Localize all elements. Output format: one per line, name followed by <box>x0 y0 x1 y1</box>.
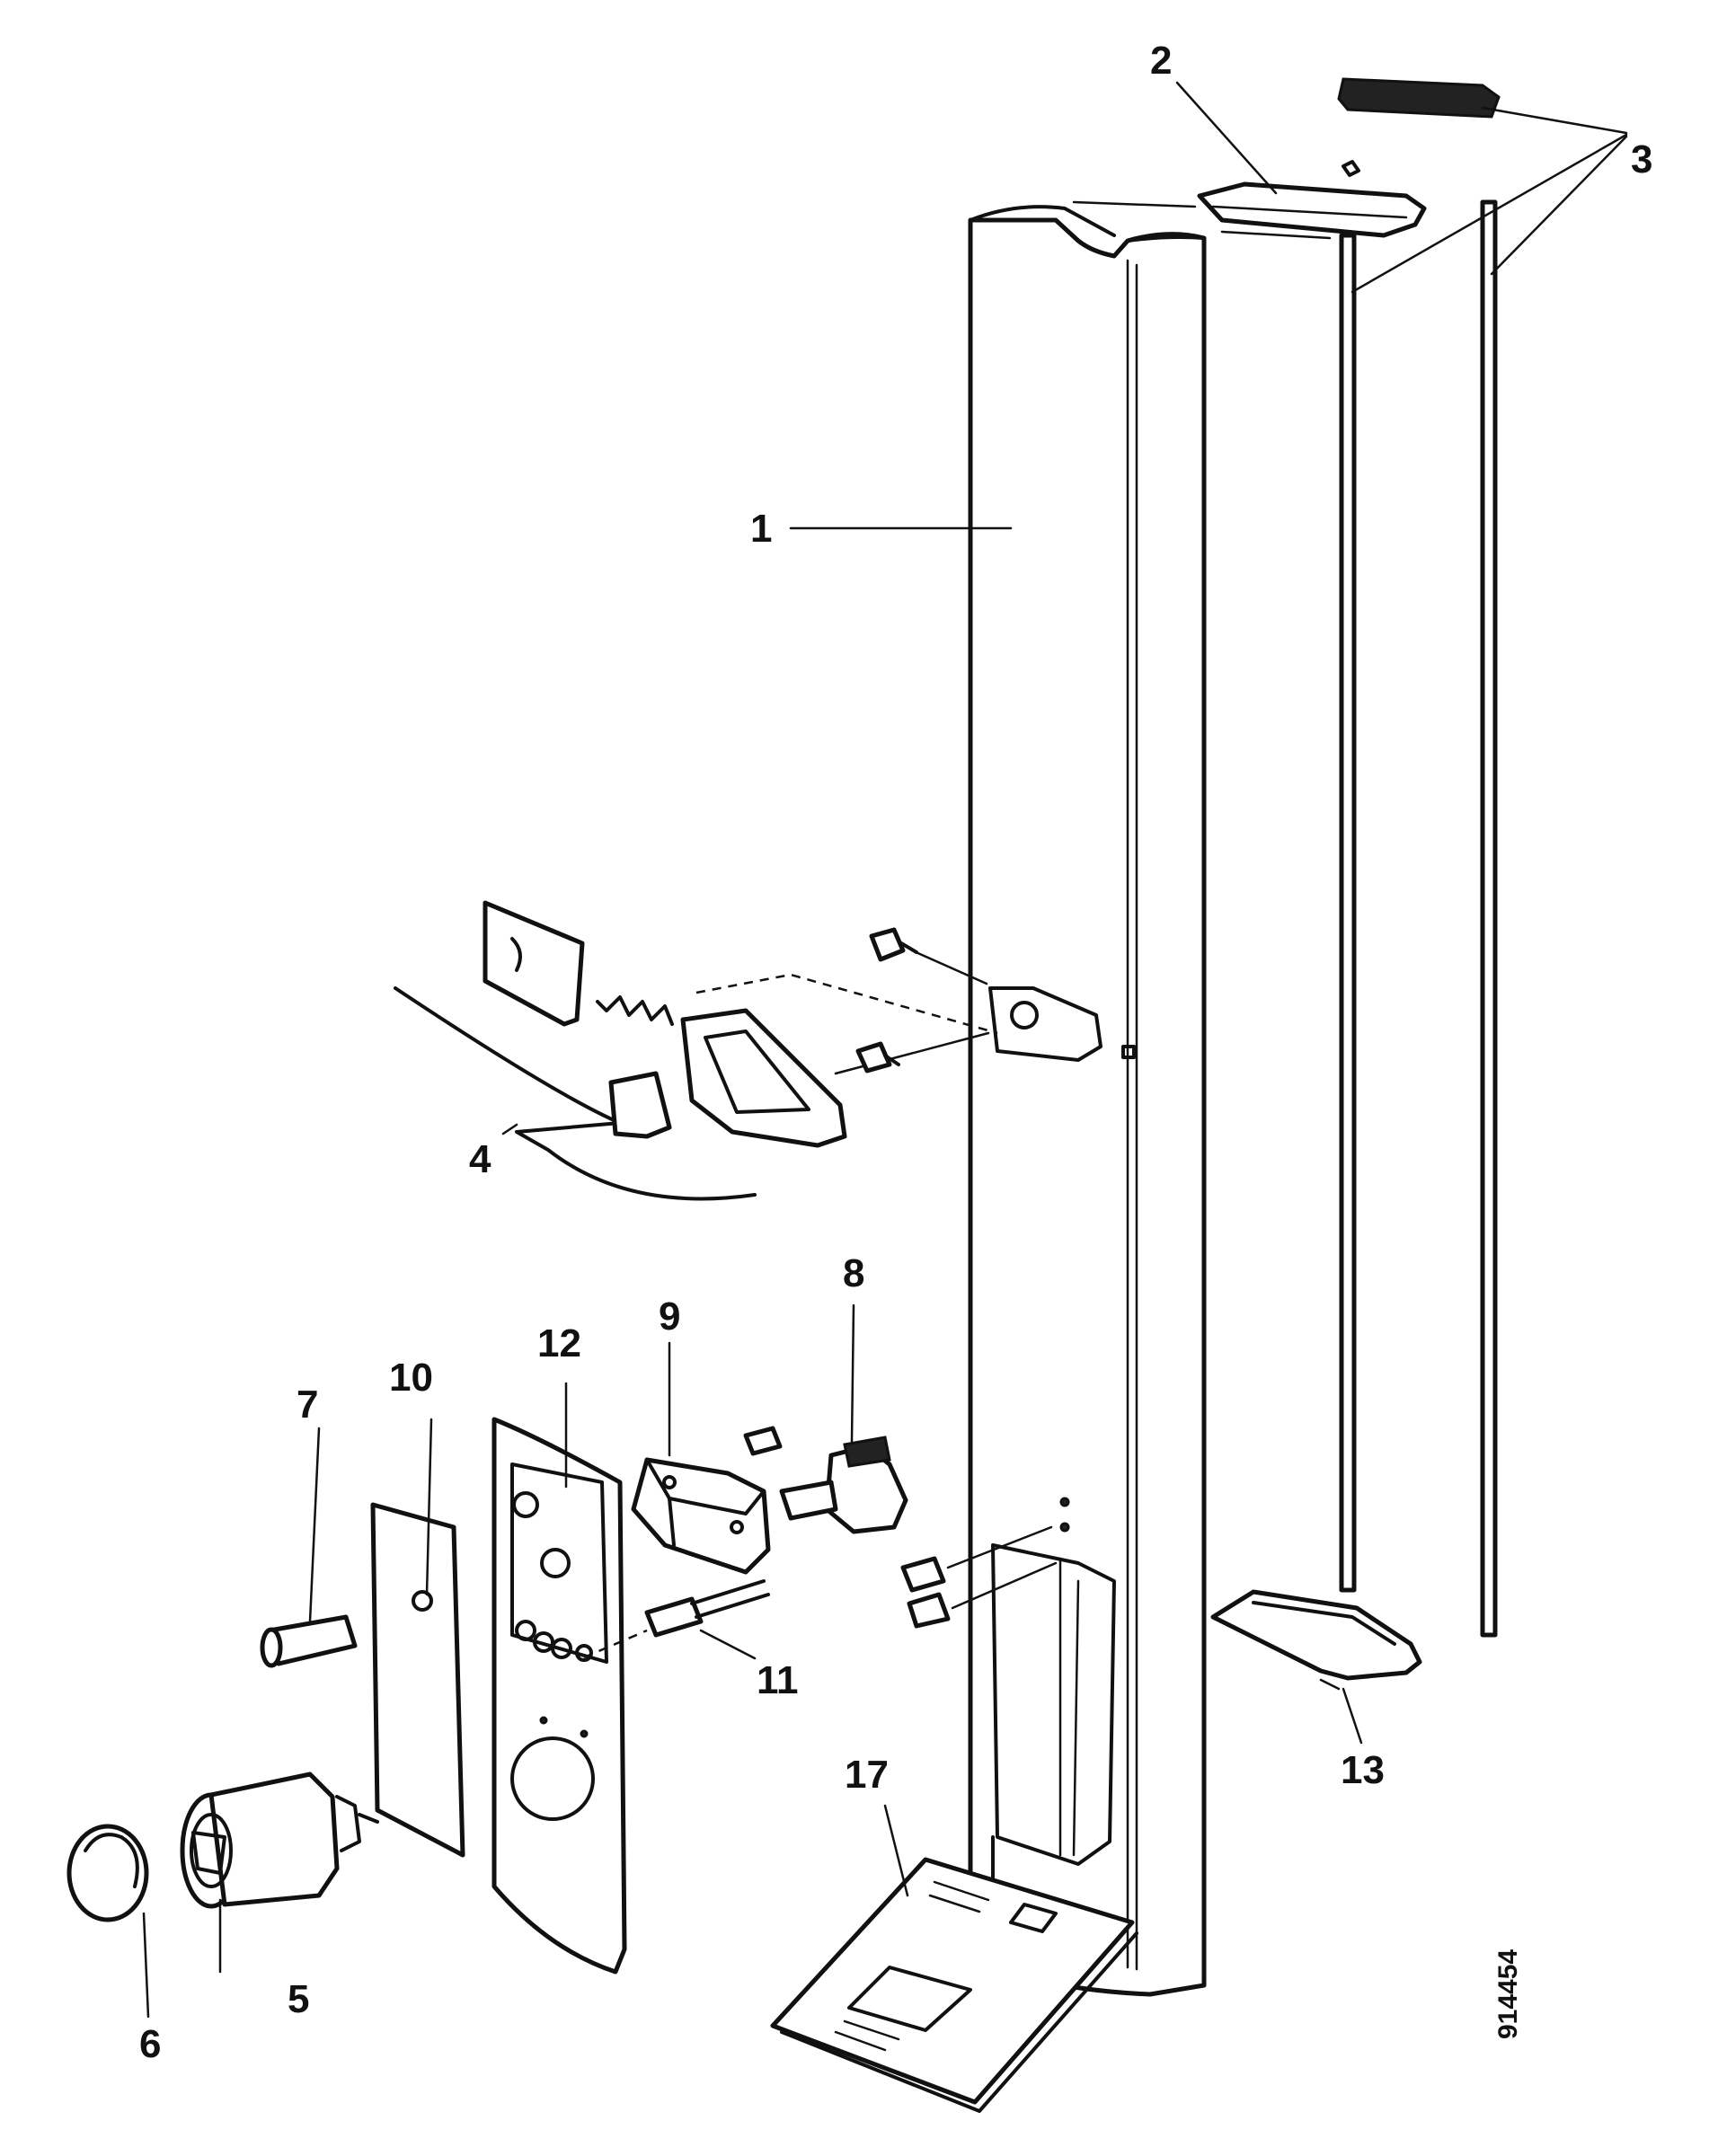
callout-17: 17 <box>845 1753 889 1797</box>
callout-8: 8 <box>843 1251 864 1295</box>
part-6-knob <box>66 1824 149 1922</box>
part-8-switch <box>779 1436 908 1534</box>
part-1-column-housing <box>968 205 1207 1997</box>
part-3-seal-strips <box>1337 77 1501 1638</box>
callout-7: 7 <box>297 1383 318 1427</box>
part-13-bottom-cap <box>1210 1589 1422 1691</box>
part-12-control-panel <box>491 1417 627 1975</box>
drawing-number: 914454 <box>1493 1949 1523 2039</box>
part-7-knob-shaft <box>260 1614 358 1668</box>
callout-2: 2 <box>1150 39 1172 83</box>
part-10-gasket-plate <box>370 1502 465 1858</box>
callout-labels: 1 2 3 4 5 6 7 8 9 10 11 12 13 17 <box>139 39 1652 2066</box>
callout-1: 1 <box>750 507 772 551</box>
part-11-sensor-cable <box>583 1579 770 1659</box>
callout-12: 12 <box>537 1321 581 1365</box>
part-4-door-latch <box>394 900 998 1201</box>
callout-13: 13 <box>1341 1748 1385 1792</box>
part-2-top-cap <box>1072 160 1427 240</box>
leader-lines <box>142 81 1628 2019</box>
part-5-thermostat <box>180 1772 379 1909</box>
part-9-bracket <box>631 1457 771 1575</box>
screws <box>743 927 1058 1629</box>
callout-6: 6 <box>139 2022 161 2066</box>
callout-5: 5 <box>288 1977 309 2021</box>
callout-11: 11 <box>757 1658 799 1702</box>
callout-9: 9 <box>659 1294 680 1339</box>
callout-4: 4 <box>469 1137 491 1181</box>
part-17-manual <box>770 1857 1138 2113</box>
callout-10: 10 <box>389 1356 433 1400</box>
callout-3: 3 <box>1631 137 1652 181</box>
